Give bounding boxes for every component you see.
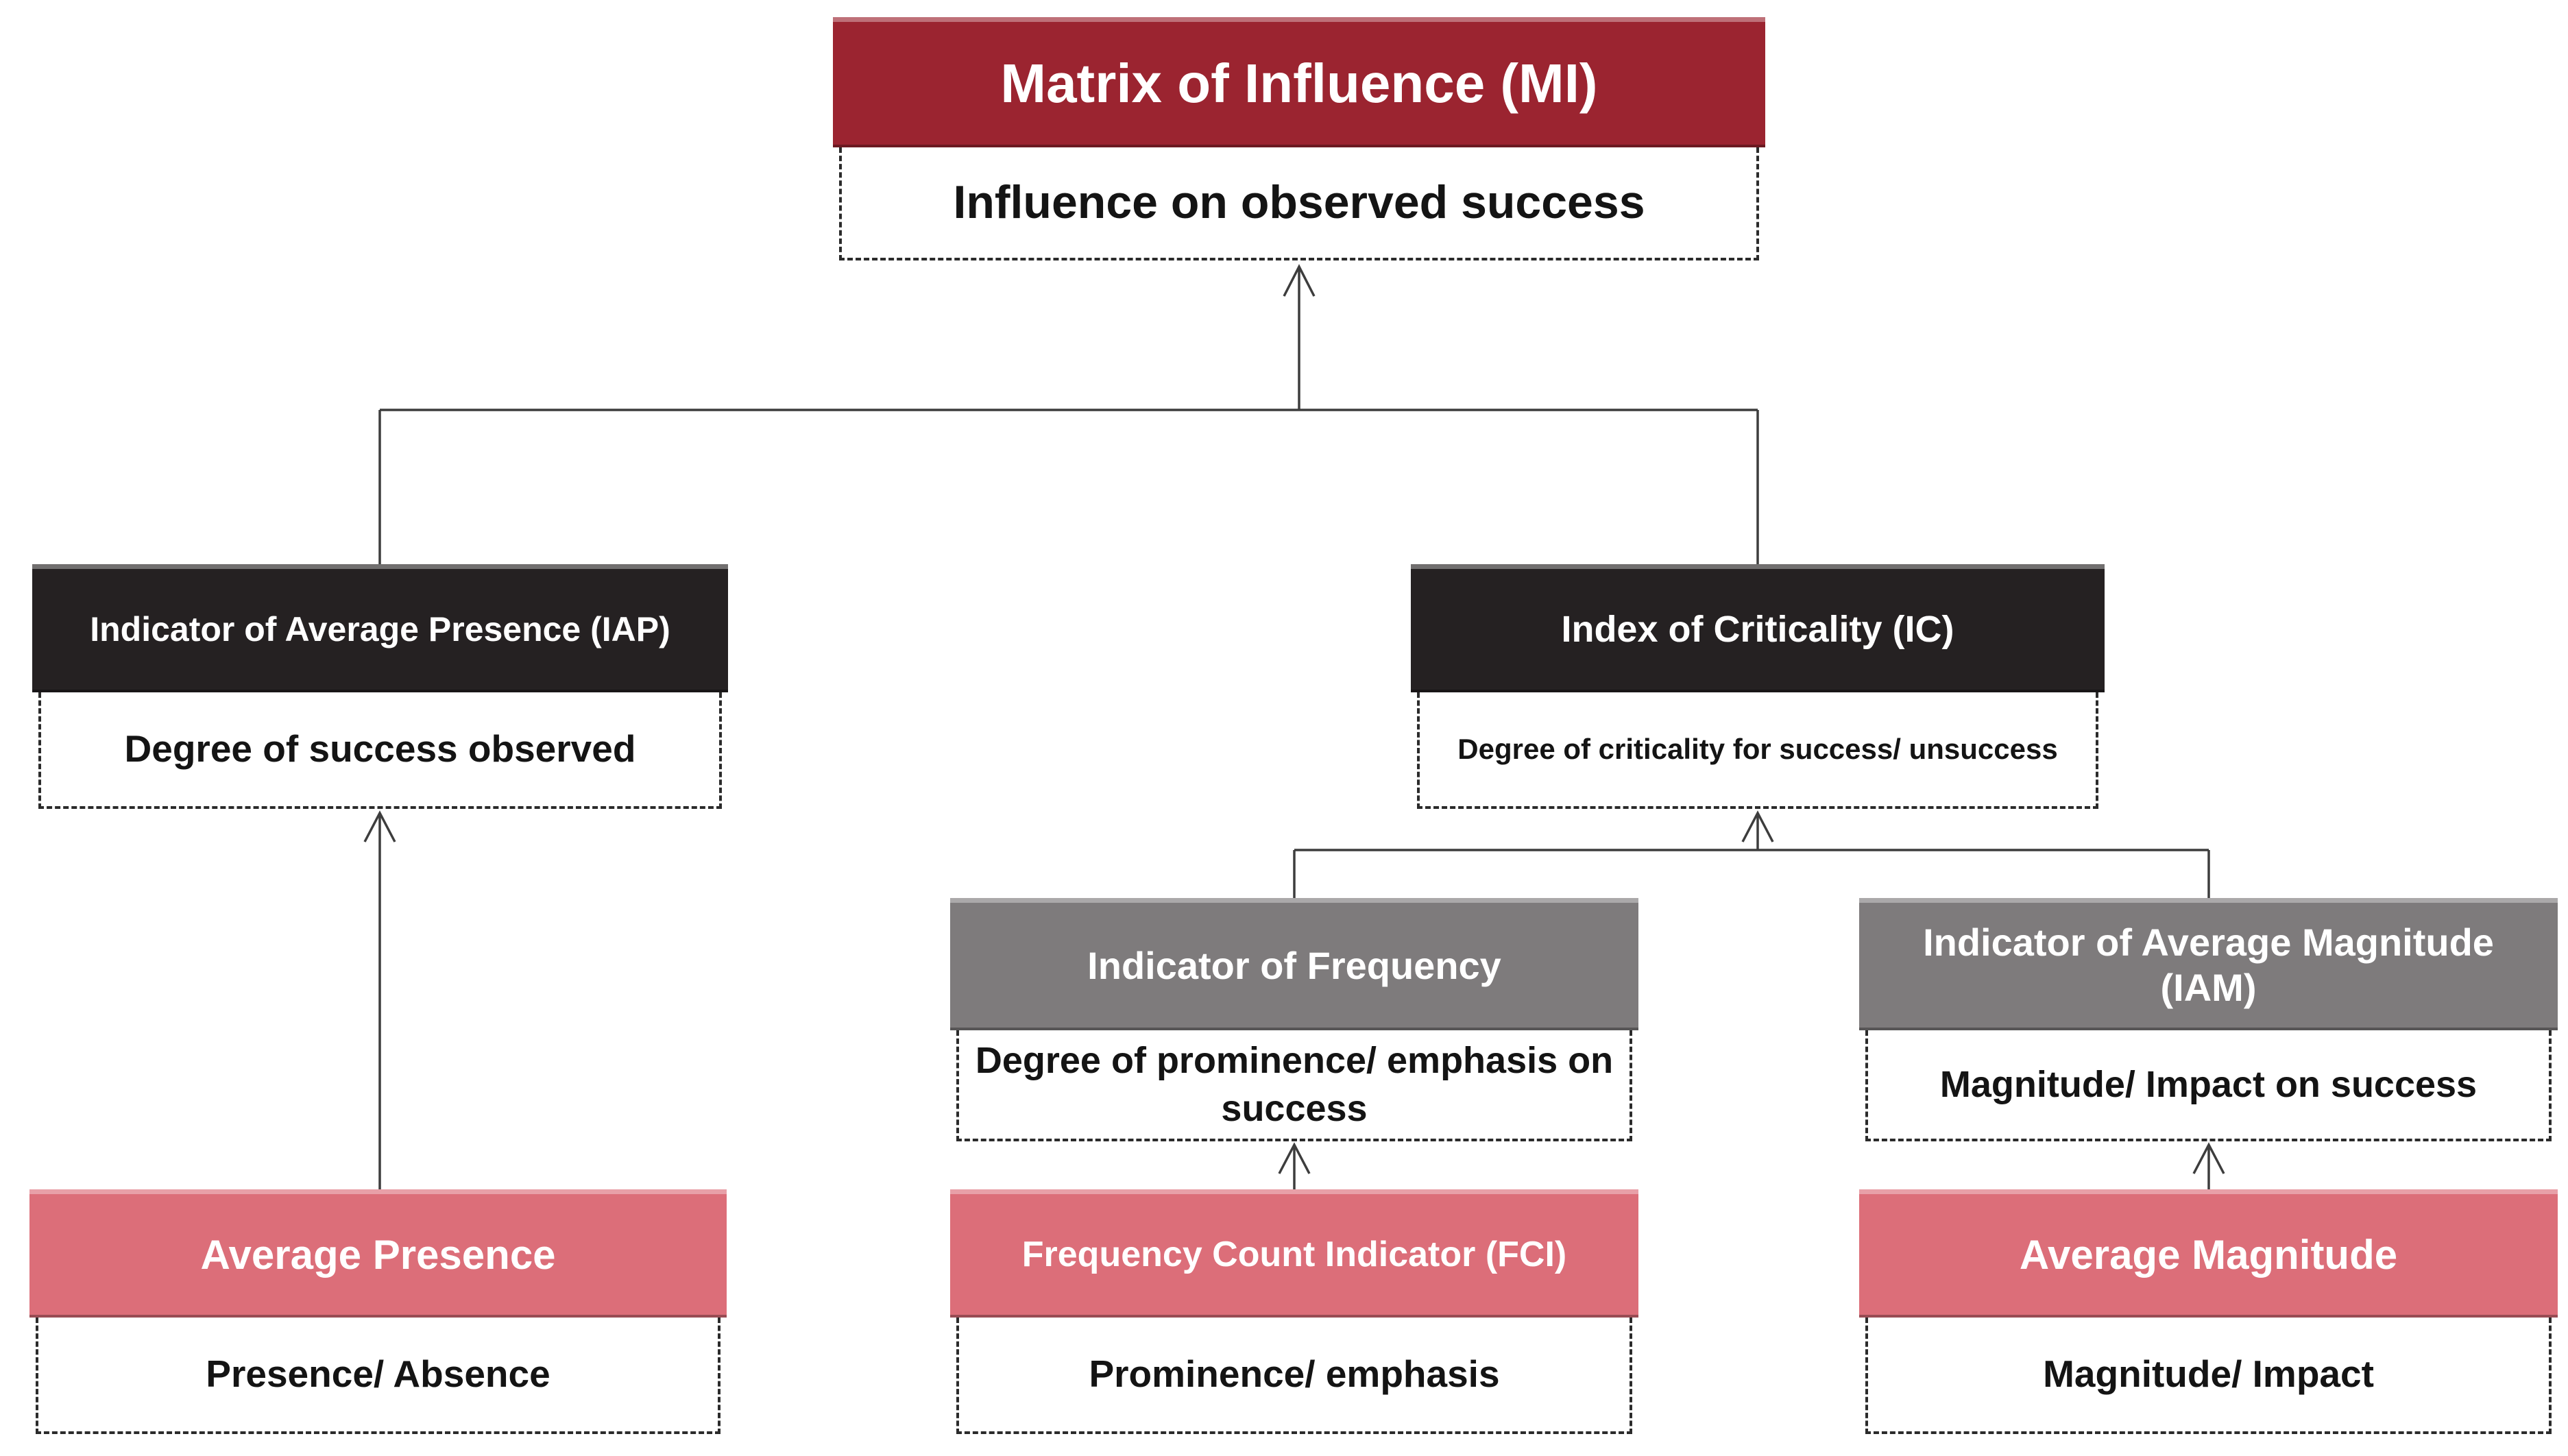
node-ic-title: Index of Criticality (IC): [1561, 609, 1954, 650]
node-iap-subtitle: Degree of success observed: [124, 727, 636, 771]
arrow-avgpresence-to-iap-head: [363, 810, 396, 842]
arrow-avgmagnitude-to-iam-head: [2192, 1142, 2225, 1174]
node-fci: Frequency Count Indicator (FCI) Prominen…: [950, 1189, 1638, 1434]
node-iap: Indicator of Average Presence (IAP) Degr…: [32, 564, 728, 809]
node-avg-presence-subtitle: Presence/ Absence: [206, 1352, 550, 1396]
node-avg-magnitude-header: Average Magnitude: [1859, 1189, 2558, 1318]
node-iam: Indicator of Average Magnitude (IAM) Mag…: [1859, 898, 2558, 1141]
arrow-fci-to-frequency-head: [1278, 1142, 1311, 1174]
node-iam-title: Indicator of Average Magnitude (IAM): [1923, 920, 2494, 1009]
arrow-branch-to-ic-head: [1741, 810, 1774, 842]
node-ic-header: Index of Criticality (IC): [1411, 564, 2105, 692]
node-avg-presence-title: Average Presence: [200, 1231, 556, 1278]
node-fci-subtitle: Prominence/ emphasis: [1089, 1352, 1500, 1396]
node-iam-header: Indicator of Average Magnitude (IAM): [1859, 898, 2558, 1030]
node-avg-magnitude-subtitle: Magnitude/ Impact: [2043, 1352, 2374, 1396]
node-avg-magnitude-title: Average Magnitude: [2019, 1231, 2398, 1278]
node-ic: Index of Criticality (IC) Degree of crit…: [1411, 564, 2105, 809]
node-frequency-subtitle: Degree of prominence/ emphasis on succes…: [975, 1039, 1614, 1129]
node-iap-subbox: Degree of success observed: [38, 692, 722, 809]
node-fci-subbox: Prominence/ emphasis: [956, 1318, 1632, 1434]
node-mi-header: Matrix of Influence (MI): [833, 17, 1765, 147]
node-frequency: Indicator of Frequency Degree of promine…: [950, 898, 1638, 1141]
node-mi: Matrix of Influence (MI) Influence on ob…: [833, 17, 1765, 260]
node-fci-title: Frequency Count Indicator (FCI): [1021, 1235, 1567, 1274]
node-ic-subtitle: Degree of criticality for success/ unsuc…: [1457, 732, 2058, 765]
node-mi-title: Matrix of Influence (MI): [1000, 52, 1598, 114]
arrow-branch-to-mi-head: [1283, 264, 1316, 297]
node-iap-title: Indicator of Average Presence (IAP): [90, 610, 670, 648]
node-ic-subbox: Degree of criticality for success/ unsuc…: [1417, 692, 2098, 809]
node-iam-subtitle: Magnitude/ Impact on success: [1939, 1063, 2478, 1105]
node-avg-presence: Average Presence Presence/ Absence: [29, 1189, 727, 1434]
node-avg-presence-subbox: Presence/ Absence: [36, 1318, 720, 1434]
node-mi-subtitle: Influence on observed success: [953, 176, 1645, 229]
node-frequency-header: Indicator of Frequency: [950, 898, 1638, 1030]
node-mi-subbox: Influence on observed success: [839, 147, 1759, 260]
node-iam-subbox: Magnitude/ Impact on success: [1865, 1030, 2552, 1141]
node-avg-magnitude-subbox: Magnitude/ Impact: [1865, 1318, 2552, 1434]
node-fci-header: Frequency Count Indicator (FCI): [950, 1189, 1638, 1318]
node-frequency-subbox: Degree of prominence/ emphasis on succes…: [956, 1030, 1632, 1141]
node-frequency-title: Indicator of Frequency: [1087, 943, 1501, 987]
node-avg-presence-header: Average Presence: [29, 1189, 727, 1318]
node-iap-header: Indicator of Average Presence (IAP): [32, 564, 728, 692]
node-avg-magnitude: Average Magnitude Magnitude/ Impact: [1859, 1189, 2558, 1434]
